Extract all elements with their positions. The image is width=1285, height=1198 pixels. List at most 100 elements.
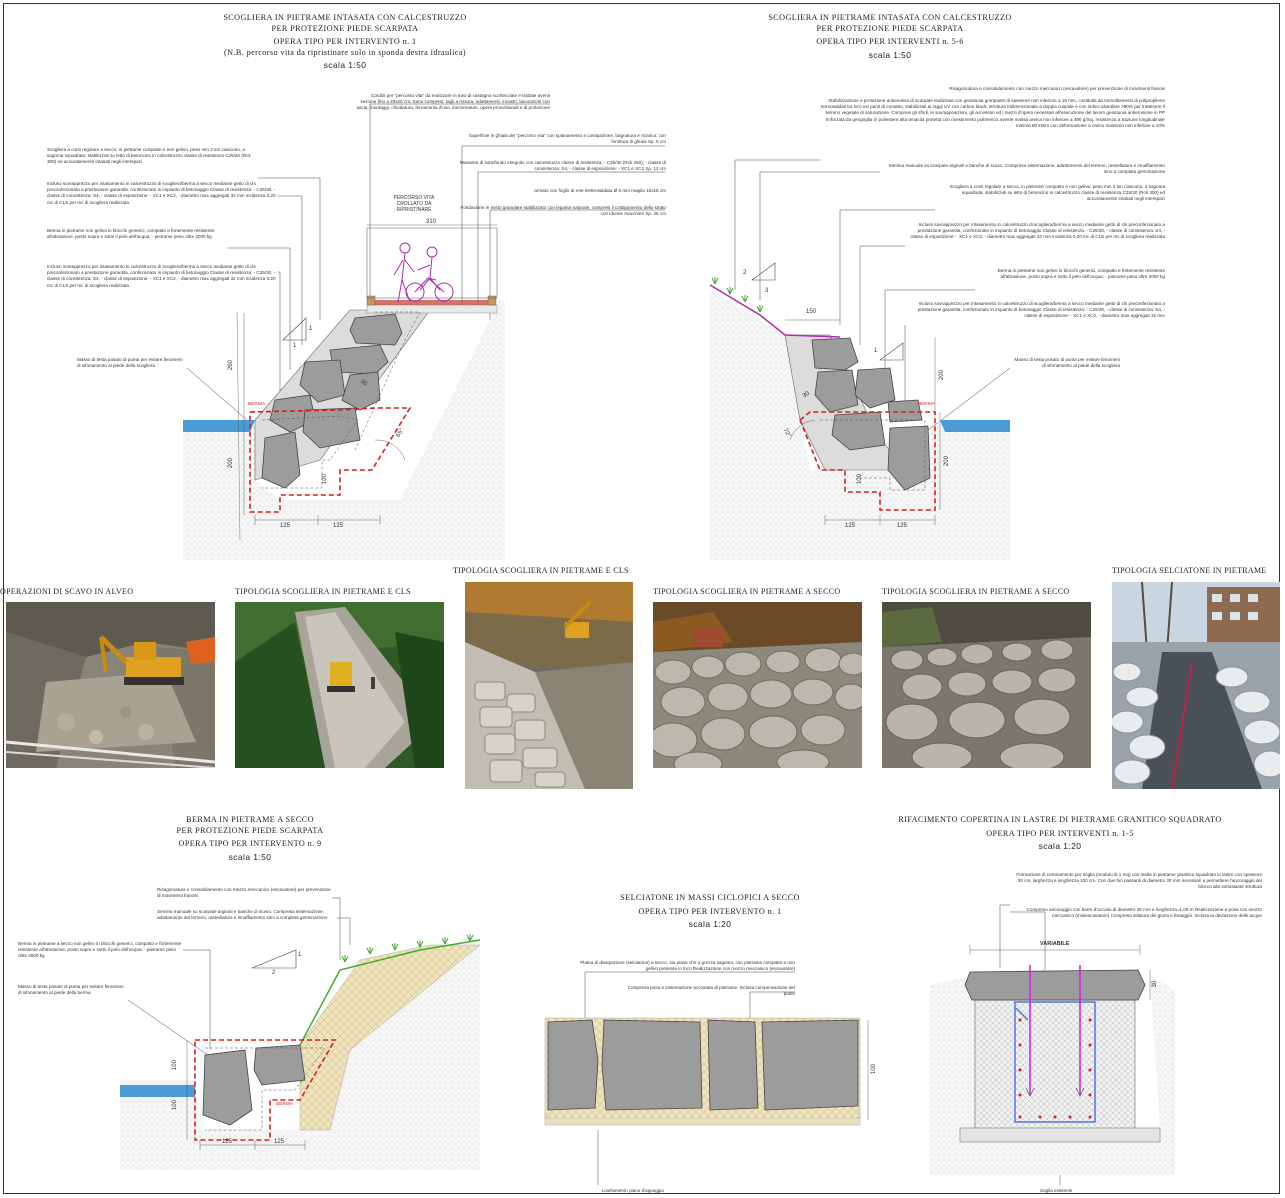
photo-scogliera-secco-1 [653, 602, 862, 768]
d1-scale: scala 1:50 [323, 60, 367, 70]
d1-note-ghiaia: Superficie in ghiaia del "percorso vita"… [468, 133, 666, 145]
d4-blocks [547, 1019, 859, 1111]
d3-note-berma: Berma in pietrame a secco non gelivo in … [18, 941, 182, 959]
d1-title-line1: SCOGLIERA IN PIETRAME INTASATA CON CALCE… [223, 13, 467, 22]
d1-dim-125-left: 125 [280, 523, 291, 529]
d3-inner-outline [205, 1047, 326, 1131]
d5-title-line1: RIFACIMENTO COPERTINA IN LASTRE DI PIETR… [898, 815, 1222, 824]
d2-slope-2: 2 [743, 270, 747, 276]
d5-anchor-arrows [1025, 1087, 1085, 1097]
d3-dim-100-top: 100 [171, 1060, 178, 1071]
d5-note-coronamento: Formazione di coronamento per soglia (mo… [1016, 872, 1262, 890]
d1-slope-triangle [282, 317, 307, 341]
d5-cage [1014, 1001, 1096, 1123]
d2-note-risagomatura: Risagomatura e consolidamento con mezzo … [949, 86, 1165, 91]
d1-path-frame [366, 227, 498, 299]
d3-leader-lines [127, 897, 351, 1061]
d3-dim-125-right: 125 [274, 1139, 285, 1145]
d2-foundation-outline [799, 411, 936, 511]
d3-dimensions [186, 1040, 306, 1150]
d4-title-line2: OPERA TIPO PER INTERVENTO n. 1 [638, 906, 782, 916]
d3-note-masso-testa: Masso di testa posato di punta per evita… [18, 984, 124, 996]
d2-note-geostuoia: Stabilizzazione e protezione antierosiva… [820, 98, 1165, 128]
d4-dim-100: 100 [870, 1064, 877, 1075]
d1-foundation-outline [249, 407, 412, 513]
d2-dim-125-right: 125 [897, 523, 908, 529]
photo1-title: OPERAZIONI DI SCAVO IN ALVEO [0, 587, 134, 596]
photo-scogliera-secco-2 [882, 602, 1091, 768]
d3-slope-2: 2 [272, 970, 276, 976]
d1-note-intasamento-2: Incluso sovrapprezzo per intasamento in … [47, 264, 276, 288]
d3-slope-surface [299, 939, 481, 1046]
photo3-title: TIPOLOGIA SCOGLIERA IN PIETRAME E CLS [453, 566, 629, 575]
d2-dim-150: 150 [806, 309, 817, 315]
d1-slope-1a: 1 [309, 326, 313, 332]
d1-cordolo-right [487, 295, 497, 306]
d5-cage-bars [1018, 1018, 1092, 1119]
d3-slope-1: 1 [298, 952, 302, 958]
d1-dim-100: 100 [321, 474, 328, 485]
d5-note-soglia: Soglia esistente [1040, 1188, 1073, 1193]
d1-berma-label: BERMA [248, 402, 266, 407]
d2-water [940, 420, 1010, 432]
d5-cap-slab [964, 969, 1146, 1001]
d1-title-line4: (N.B. percorso vita da ripristinare solo… [223, 47, 467, 57]
d3-berma-label: BERMA [276, 1102, 294, 1107]
d3-scale: scala 1:50 [228, 851, 272, 862]
d1-note-rete: armato con foglio di rete elettrosaldata… [534, 188, 666, 193]
d1-title-line2: PER PROTEZIONE PIEDE SCARPATA [271, 23, 419, 33]
d2-inner-outline [820, 419, 926, 491]
d2-note-scogliera: Scogliera a corsi regolare a secco, in p… [949, 184, 1165, 202]
d1-dim-260: 260 [227, 360, 234, 371]
d3-water [120, 1085, 195, 1097]
d3-note-semina: Semina manuale su scarpate arginali e ba… [157, 909, 328, 921]
photo-scogliera-cls-2 [465, 582, 633, 789]
d5-structure [974, 999, 1136, 1131]
d1-sub-layer [354, 311, 421, 451]
d5-scale: scala 1:20 [1038, 841, 1082, 851]
d4-note-posa: Compresa posa e sistemazione accostata d… [627, 985, 795, 997]
d2-note-masso-testa: Masso di testa posato di punta per evita… [1014, 357, 1120, 369]
d3-foundation-outline [194, 1039, 337, 1141]
d1-path-gravel [370, 300, 495, 305]
d3-stones [202, 1044, 306, 1126]
d3-title-line3: OPERA TIPO PER INTERVENTO n. 9 [178, 839, 322, 848]
d4-title-line1: SELCIATONE IN MASSI CICLOPICI A SECCO [620, 893, 800, 902]
d2-leader-lines [734, 159, 1011, 441]
d3-backfill [299, 944, 481, 1131]
d2-slope-triangle-mid [879, 342, 904, 361]
d1-note-cordoli: Cordoli per "percorso vita" da realizzar… [356, 93, 550, 111]
d2-berma-label: BERMA [918, 402, 936, 407]
d3-grass [341, 934, 474, 963]
d5-note-ancoraggio: Compreso ancoraggio con barre d'acciaio … [1026, 907, 1262, 919]
d1-dim-line-v [236, 311, 241, 541]
d1-dimensions [243, 224, 497, 525]
d5-base-plinth [959, 1127, 1161, 1143]
d1-ground [183, 300, 505, 560]
d1-pedestrians [393, 242, 454, 303]
d2-note-berma: Berma in pietrame non gelivo in blocchi … [997, 268, 1165, 280]
d3-dim-100-bottom: 100 [171, 1100, 178, 1111]
d4-note-livellamento: Livellamento piano d'appoggio [602, 1188, 664, 1193]
d2-note-intasamento-2: Incluso sovrapprezzo per intasamento in … [917, 301, 1165, 319]
d5-dim-30: 30 [1152, 980, 1159, 988]
d2-dim-200-bottom: 200 [943, 456, 950, 467]
d2-slope-1: 1 [874, 348, 878, 354]
d2-dim-100: 100 [856, 474, 863, 485]
d5-title-line2: OPERA TIPO PER INTERVENTI n. 1-5 [986, 828, 1134, 838]
photo2-title: TIPOLOGIA SCOGLIERA IN PIETRAME E CLS [235, 587, 411, 596]
d1-note-massetto: Massetto di sottofondo eseguito con calc… [459, 160, 666, 172]
d1-note-berma: Berma in pietrame non gelivo in blocchi … [47, 228, 215, 240]
photo-excavation [6, 602, 215, 768]
d4-note-platea: Platea di dissipazione (selciatone) a se… [580, 960, 795, 972]
d2-dim-200-top: 200 [938, 370, 945, 381]
d1-title-line3: OPERA TIPO PER INTERVENTO n. 1 [273, 37, 417, 46]
d1-slope-1b: 1 [293, 343, 297, 349]
photo5-title: TIPOLOGIA SCOGLIERA IN PIETRAME A SECCO [882, 587, 1070, 596]
d5-anchor-bars [1029, 965, 1081, 1095]
d2-stones [811, 337, 931, 491]
drawing3-title: BERMA IN PIETRAME A SECCO PER PROTEZIONE… [130, 815, 370, 862]
d1-cordolo-left [366, 295, 376, 306]
d1-leader-lines [186, 103, 665, 441]
